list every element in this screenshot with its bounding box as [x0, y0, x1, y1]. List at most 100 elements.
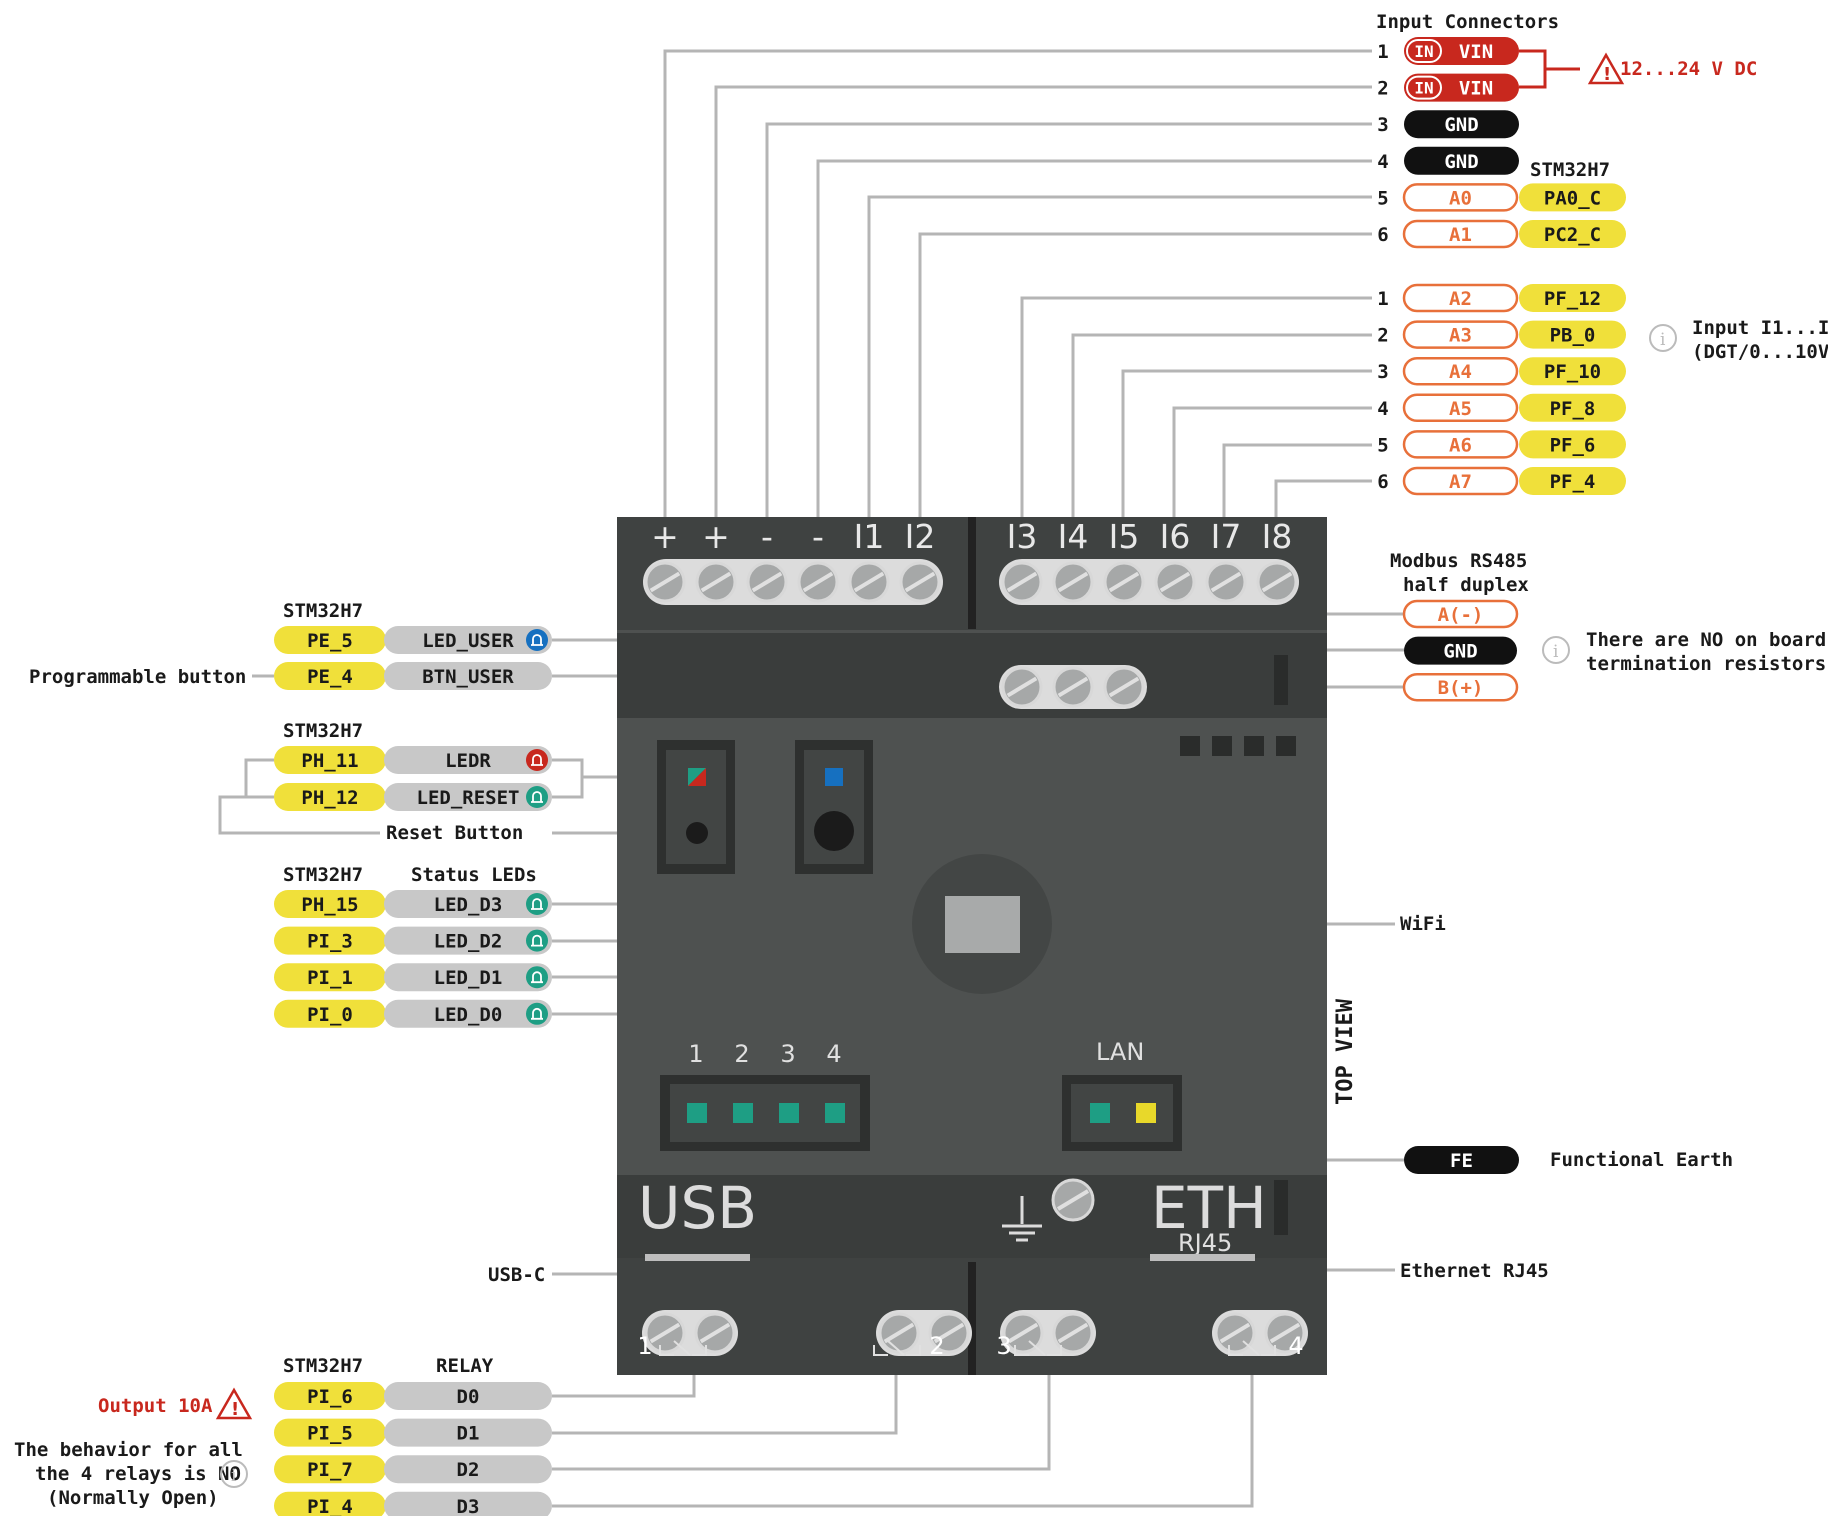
screw-slot: [1269, 1322, 1301, 1344]
port-pill: PF_10: [1519, 357, 1626, 386]
port-pill-shape: [274, 783, 386, 811]
screw-slot: [802, 571, 834, 593]
relay-contact-symbol: [1228, 1345, 1243, 1356]
led-icon-glyph: [531, 934, 543, 947]
port-pill: PF_12: [1519, 284, 1626, 312]
terminal-label: I4: [1058, 517, 1089, 556]
port-pill: PI_7: [274, 1455, 386, 1484]
vin-pill: VIN: [1404, 73, 1519, 102]
led-icon-glyph: [531, 791, 543, 803]
screw-slot: [1057, 676, 1089, 698]
usb-text: USB: [638, 1174, 757, 1242]
function-pill: LED_D1: [384, 963, 552, 992]
led-user-indicator: [825, 768, 843, 786]
relay-note-1: The behavior for all: [14, 1439, 243, 1461]
terminal-label: I8: [1262, 517, 1293, 556]
screw-slot: [1056, 1189, 1090, 1211]
device-lower-band: [617, 1175, 1327, 1260]
eth-text: ETH: [1151, 1174, 1267, 1242]
function-pill-shape: [384, 662, 552, 690]
led-icon-circle: [526, 749, 548, 771]
terminal-label: +: [651, 517, 679, 556]
screw-slot: [1057, 1322, 1089, 1344]
led-number: 4: [826, 1040, 841, 1068]
fe-pill-text: FE: [1450, 1150, 1473, 1172]
analog-pill-shape: [1402, 356, 1519, 386]
analog-pill-text: A5: [1449, 398, 1472, 420]
leader-line: [867, 195, 1372, 530]
analog-pill-text: A4: [1449, 361, 1472, 383]
analog-pill: A7: [1402, 466, 1519, 496]
screw-slot: [700, 571, 732, 593]
function-pill-shape: [384, 746, 552, 774]
gnd-pill-text: GND: [1444, 151, 1478, 173]
terminal-label: I5: [1109, 517, 1140, 556]
terminal-label: +: [702, 517, 730, 556]
in-badge-shape: [1406, 39, 1442, 63]
rj45-text: RJ45: [1178, 1229, 1232, 1257]
stm32-relay-label: STM32H7: [283, 1355, 363, 1377]
relay-contact-symbol: [1261, 1345, 1276, 1356]
svg-text:!: !: [1603, 64, 1611, 85]
analog-pill-shape: [1402, 393, 1519, 423]
screws: [644, 561, 1298, 708]
led-number: 1: [688, 1040, 703, 1068]
port-pill-shape: [1519, 467, 1626, 495]
led-icon-circle: [526, 786, 548, 808]
modbus-gnd-pill-text: GND: [1443, 641, 1477, 663]
top-view-label: TOP VIEW: [1333, 998, 1358, 1105]
relay-note-2: the 4 relays is NO: [35, 1463, 241, 1485]
leader-line: [816, 159, 1372, 530]
analog-pill: A4: [1402, 356, 1519, 386]
vin-pill: VIN: [1404, 37, 1519, 65]
port-pill-shape: [274, 746, 386, 774]
termination-note-1: There are NO on board: [1586, 629, 1826, 651]
user-button[interactable]: [814, 811, 854, 851]
led-reset-indicator: [688, 768, 706, 786]
leader-line: [765, 122, 1372, 530]
svg-text:i: i: [1660, 330, 1666, 350]
port-pill-shape: [274, 626, 386, 654]
in-badge: IN: [1406, 39, 1442, 63]
fe-screw: [1051, 1178, 1095, 1222]
terminal-label: I6: [1160, 517, 1191, 556]
pin-number: 4: [1377, 151, 1388, 173]
leader-line: [1020, 296, 1372, 530]
analog-pill-text: A7: [1449, 471, 1472, 493]
relay-contact-symbol: [906, 1345, 921, 1356]
functional-earth-label: Functional Earth: [1550, 1149, 1733, 1171]
analog-pill: A2: [1402, 283, 1519, 313]
port-pill-shape: [274, 1382, 386, 1410]
port-pill: PF_6: [1519, 430, 1626, 459]
port-pill-text: PB_0: [1550, 325, 1596, 347]
function-pill: LED_D0: [384, 999, 552, 1028]
function-pill-text: LED_D0: [434, 1004, 503, 1026]
device-middle-band: [617, 633, 1327, 718]
screw-slot: [649, 571, 681, 593]
in-badge: IN: [1406, 75, 1442, 100]
analog-pill-shape: [1402, 283, 1519, 313]
port-pill-shape: [274, 999, 386, 1028]
leader-line: [714, 85, 1372, 530]
port-pill-shape: [1519, 357, 1626, 386]
modbus-pill-shape: [1402, 672, 1519, 702]
reset-button[interactable]: [686, 822, 708, 844]
relay-contact-symbol: [1242, 1340, 1260, 1356]
vent-slot: [1180, 736, 1200, 756]
port-pill-text: PI_3: [307, 931, 353, 953]
pin-number: 1: [1377, 41, 1388, 63]
function-pill: LED_D3: [384, 890, 552, 918]
leader-line: [918, 232, 1372, 530]
fe-pill: FE: [1404, 1146, 1519, 1174]
screw-slot: [1261, 571, 1293, 593]
lan-led-yellow: [1136, 1103, 1156, 1123]
